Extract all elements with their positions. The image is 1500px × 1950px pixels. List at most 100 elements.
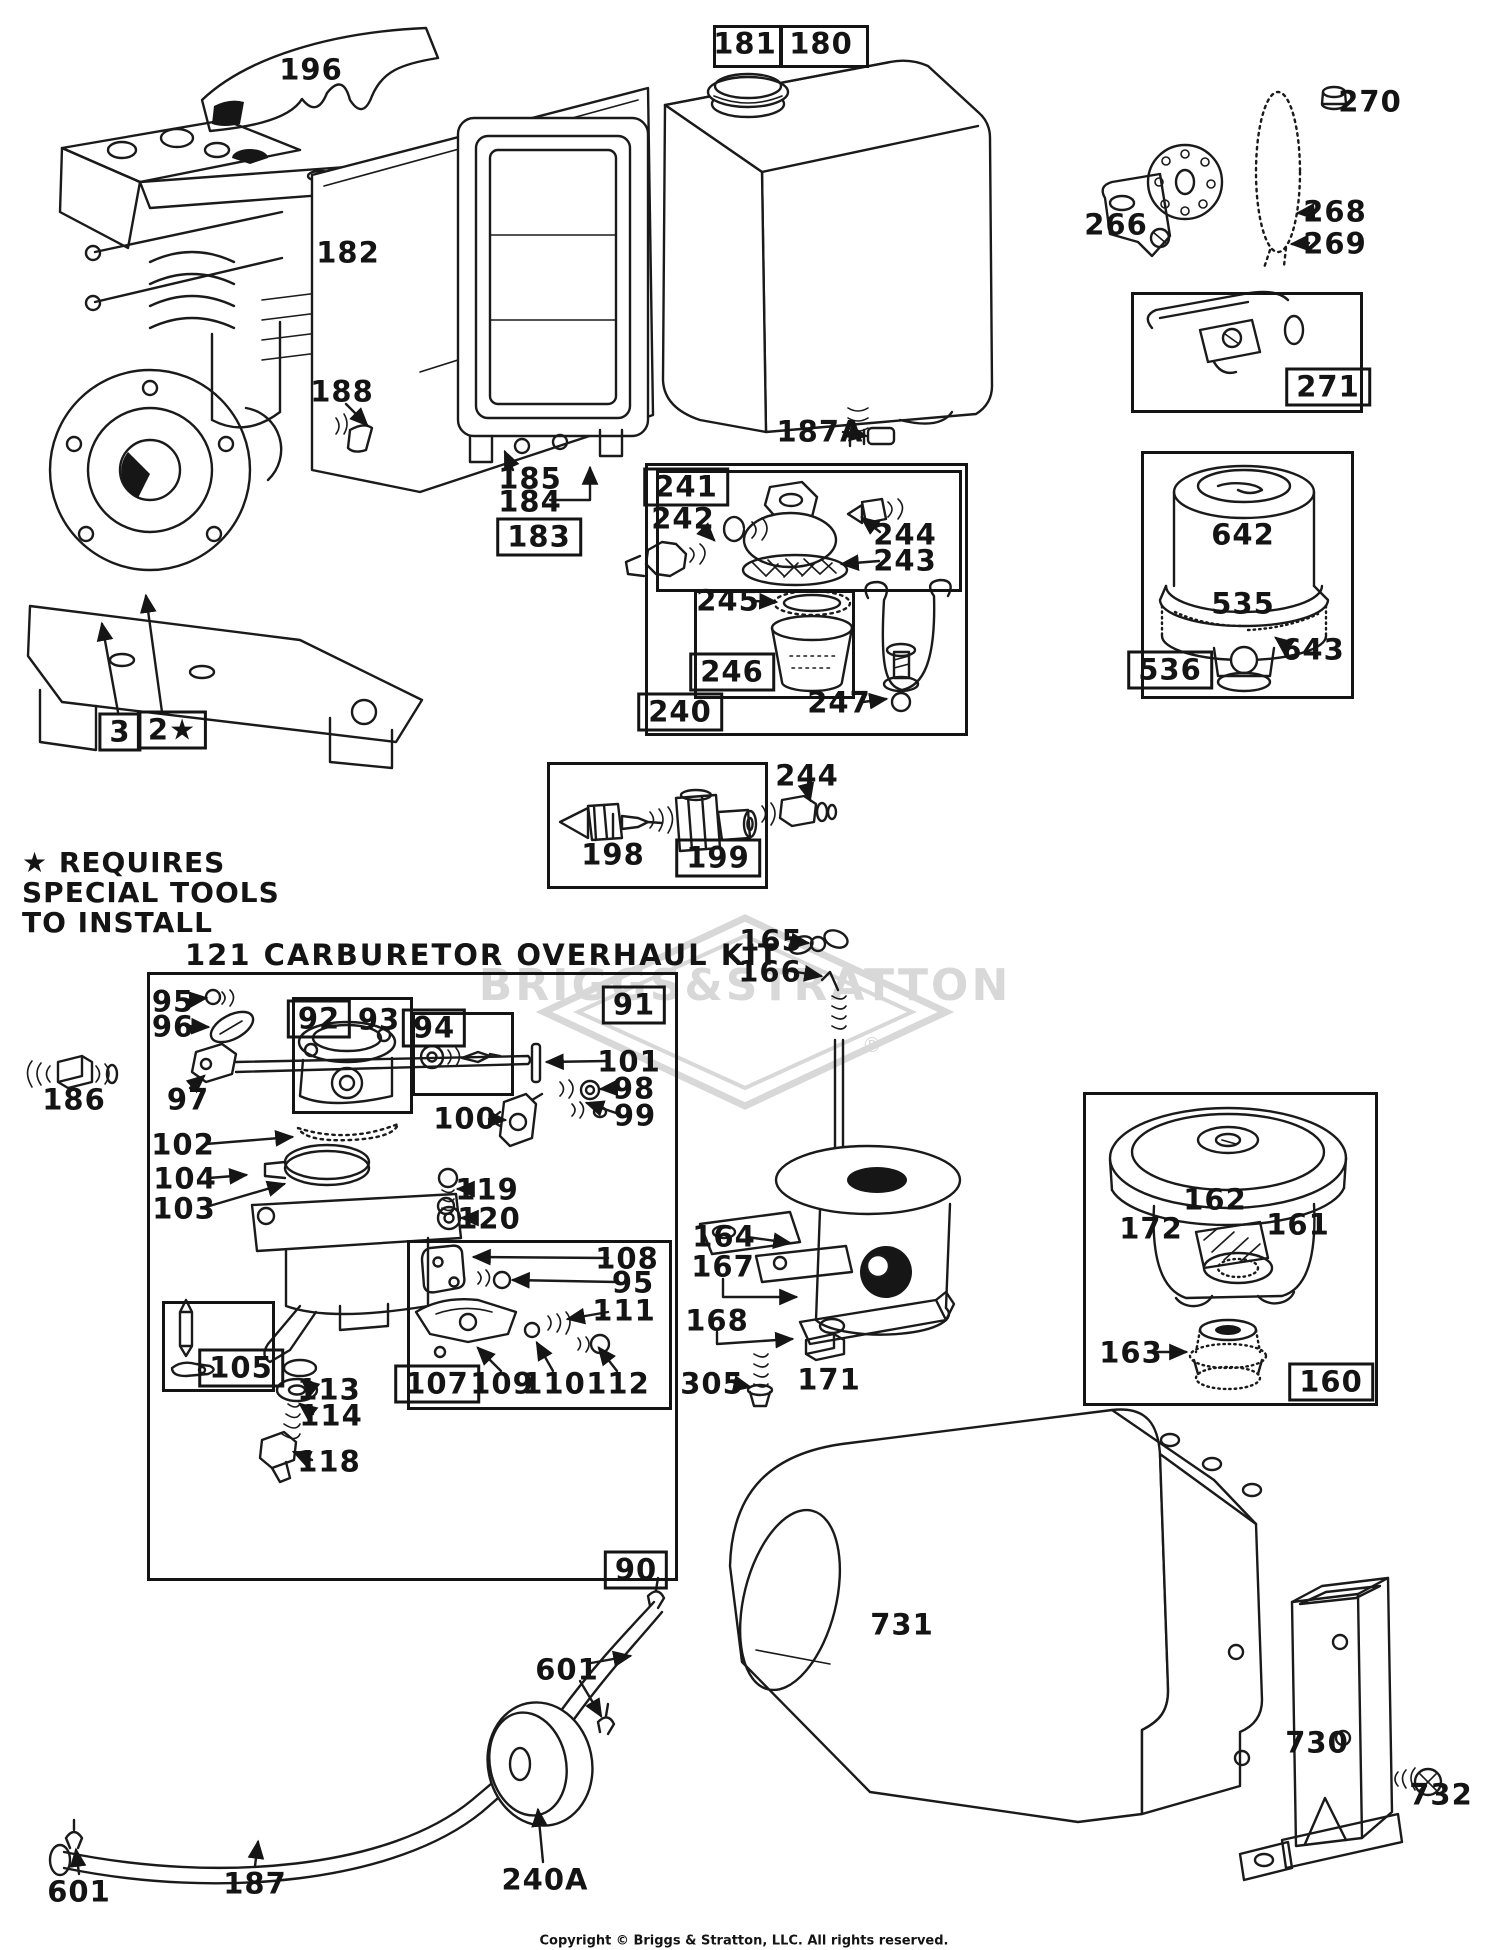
heat-shield-art	[200, 26, 440, 133]
part-label-271: 271	[1285, 367, 1371, 407]
leader-lines	[69, 203, 1316, 1876]
star-note-line2: SPECIAL TOOLS	[22, 876, 280, 909]
box-float-needle-105	[162, 1301, 275, 1392]
post-bolt-art	[1394, 1767, 1443, 1797]
box-lever-271	[1131, 292, 1363, 413]
box-plug-needle-94	[412, 1012, 514, 1096]
part-label-240: 240	[637, 692, 723, 732]
part-label-642: 642	[1211, 517, 1275, 552]
part-label-168: 168	[685, 1303, 749, 1338]
part-label-109: 109	[470, 1366, 534, 1401]
star-note-line3: TO INSTALL	[22, 906, 213, 939]
part-label-730: 730	[1285, 1725, 1349, 1760]
part-label-110: 110	[522, 1366, 586, 1401]
part-label-643: 643	[1281, 632, 1345, 667]
svg-text:®: ®	[862, 1033, 882, 1057]
svg-text:BRIGGS&STRATTON: BRIGGS&STRATTON	[479, 960, 1012, 1011]
air-cleaner-canister-art	[1158, 464, 1330, 693]
part-label-119: 119	[455, 1172, 519, 1207]
part-label-243: 243	[873, 543, 937, 578]
part-label-241: 241	[643, 467, 729, 507]
part-label-100: 100	[433, 1101, 497, 1136]
box-upper-body-92-93	[292, 997, 413, 1114]
part-label-199: 199	[675, 838, 761, 878]
part-label-164: 164	[692, 1219, 756, 1254]
part-label-105: 105	[198, 1348, 284, 1388]
part-label-244-elbow: 244	[775, 758, 839, 793]
aircleaner-element-art	[1152, 1202, 1316, 1308]
box-aircleaner-160	[1083, 1092, 1378, 1406]
part-label-93: 93	[357, 1002, 401, 1037]
copyright-text: Copyright © Briggs & Stratton, LLC. All …	[539, 1933, 949, 1949]
governor-spring-art	[1254, 90, 1302, 270]
part-label-601-lower: 601	[47, 1874, 111, 1909]
part-label-187: 187	[223, 1866, 287, 1901]
part-label-98: 98	[612, 1071, 656, 1106]
part-label-245: 245	[696, 583, 760, 618]
breather-fitting-art	[26, 1054, 119, 1090]
box-carb-kit-90	[147, 972, 678, 1581]
part-label-108: 108	[595, 1241, 659, 1276]
part-label-186: 186	[42, 1082, 106, 1117]
aircleaner-stud-art	[788, 929, 849, 1180]
part-label-188: 188	[310, 374, 374, 409]
part-label-111: 111	[592, 1293, 656, 1328]
part-label-107: 107	[394, 1364, 480, 1404]
base-screw-art	[746, 1353, 774, 1408]
governor-bracket-art	[1101, 143, 1224, 258]
part-label-240A: 240A	[501, 1862, 589, 1897]
part-label-268: 268	[1303, 194, 1367, 229]
part-label-167: 167	[691, 1249, 755, 1284]
square-nut-art	[804, 1332, 846, 1362]
part-label-101: 101	[597, 1044, 661, 1079]
part-label-103: 103	[152, 1191, 216, 1226]
part-label-165: 165	[739, 923, 803, 958]
part-label-171: 171	[797, 1362, 861, 1397]
part-label-270: 270	[1338, 84, 1402, 119]
muffler-guard-art	[728, 1408, 1264, 1824]
box-shutoff-group-240	[645, 463, 968, 736]
part-label-99: 99	[613, 1098, 657, 1133]
part-label-160: 160	[1288, 1362, 1374, 1402]
part-label-96: 96	[151, 1009, 195, 1044]
part-label-244-valve: 244	[873, 517, 937, 552]
star-note-line1: ★ REQUIRES	[22, 846, 226, 879]
grommet-art	[1188, 1318, 1268, 1391]
fuel-tank-art	[661, 59, 994, 448]
part-label-180: 180	[789, 26, 853, 61]
part-label-118: 118	[297, 1444, 361, 1479]
part-label-95-choke: 95	[151, 984, 195, 1019]
part-label-172: 172	[1119, 1211, 1183, 1246]
support-post-art	[1238, 1576, 1404, 1882]
part-label-184: 184	[498, 484, 562, 519]
aircleaner-cover-art	[1108, 1106, 1348, 1227]
part-label-120: 120	[457, 1201, 521, 1236]
locknut-art	[1320, 85, 1348, 111]
box-canister-536	[1141, 451, 1354, 699]
hose-clamp-art	[64, 1576, 666, 1850]
box-fittings-198-199	[547, 762, 768, 889]
part-label-104: 104	[153, 1161, 217, 1196]
part-label-246: 246	[689, 652, 775, 692]
part-label-182: 182	[316, 235, 380, 270]
part-label-305: 305	[680, 1366, 744, 1401]
kit-title: 121 CARBURETOR OVERHAUL KIT	[185, 938, 780, 972]
part-label-162: 162	[1183, 1182, 1247, 1217]
part-label-90: 90	[603, 1550, 669, 1590]
part-label-198: 198	[581, 837, 645, 872]
part-label-92: 92	[286, 999, 352, 1039]
speed-control-parts-art	[414, 1244, 611, 1359]
aircleaner-elbow-art	[698, 1144, 962, 1346]
box-fueltank-labels-180	[779, 25, 869, 68]
air-filter-frame-art	[456, 116, 650, 464]
part-label-94: 94	[401, 1008, 467, 1048]
part-label-114: 114	[299, 1398, 363, 1433]
part-label-181: 181	[713, 26, 777, 61]
box-bowl-246	[694, 590, 855, 699]
part-label-196: 196	[279, 52, 343, 87]
part-label-163: 163	[1099, 1335, 1163, 1370]
part-label-536: 536	[1127, 650, 1213, 690]
part-label-242: 242	[651, 501, 715, 536]
